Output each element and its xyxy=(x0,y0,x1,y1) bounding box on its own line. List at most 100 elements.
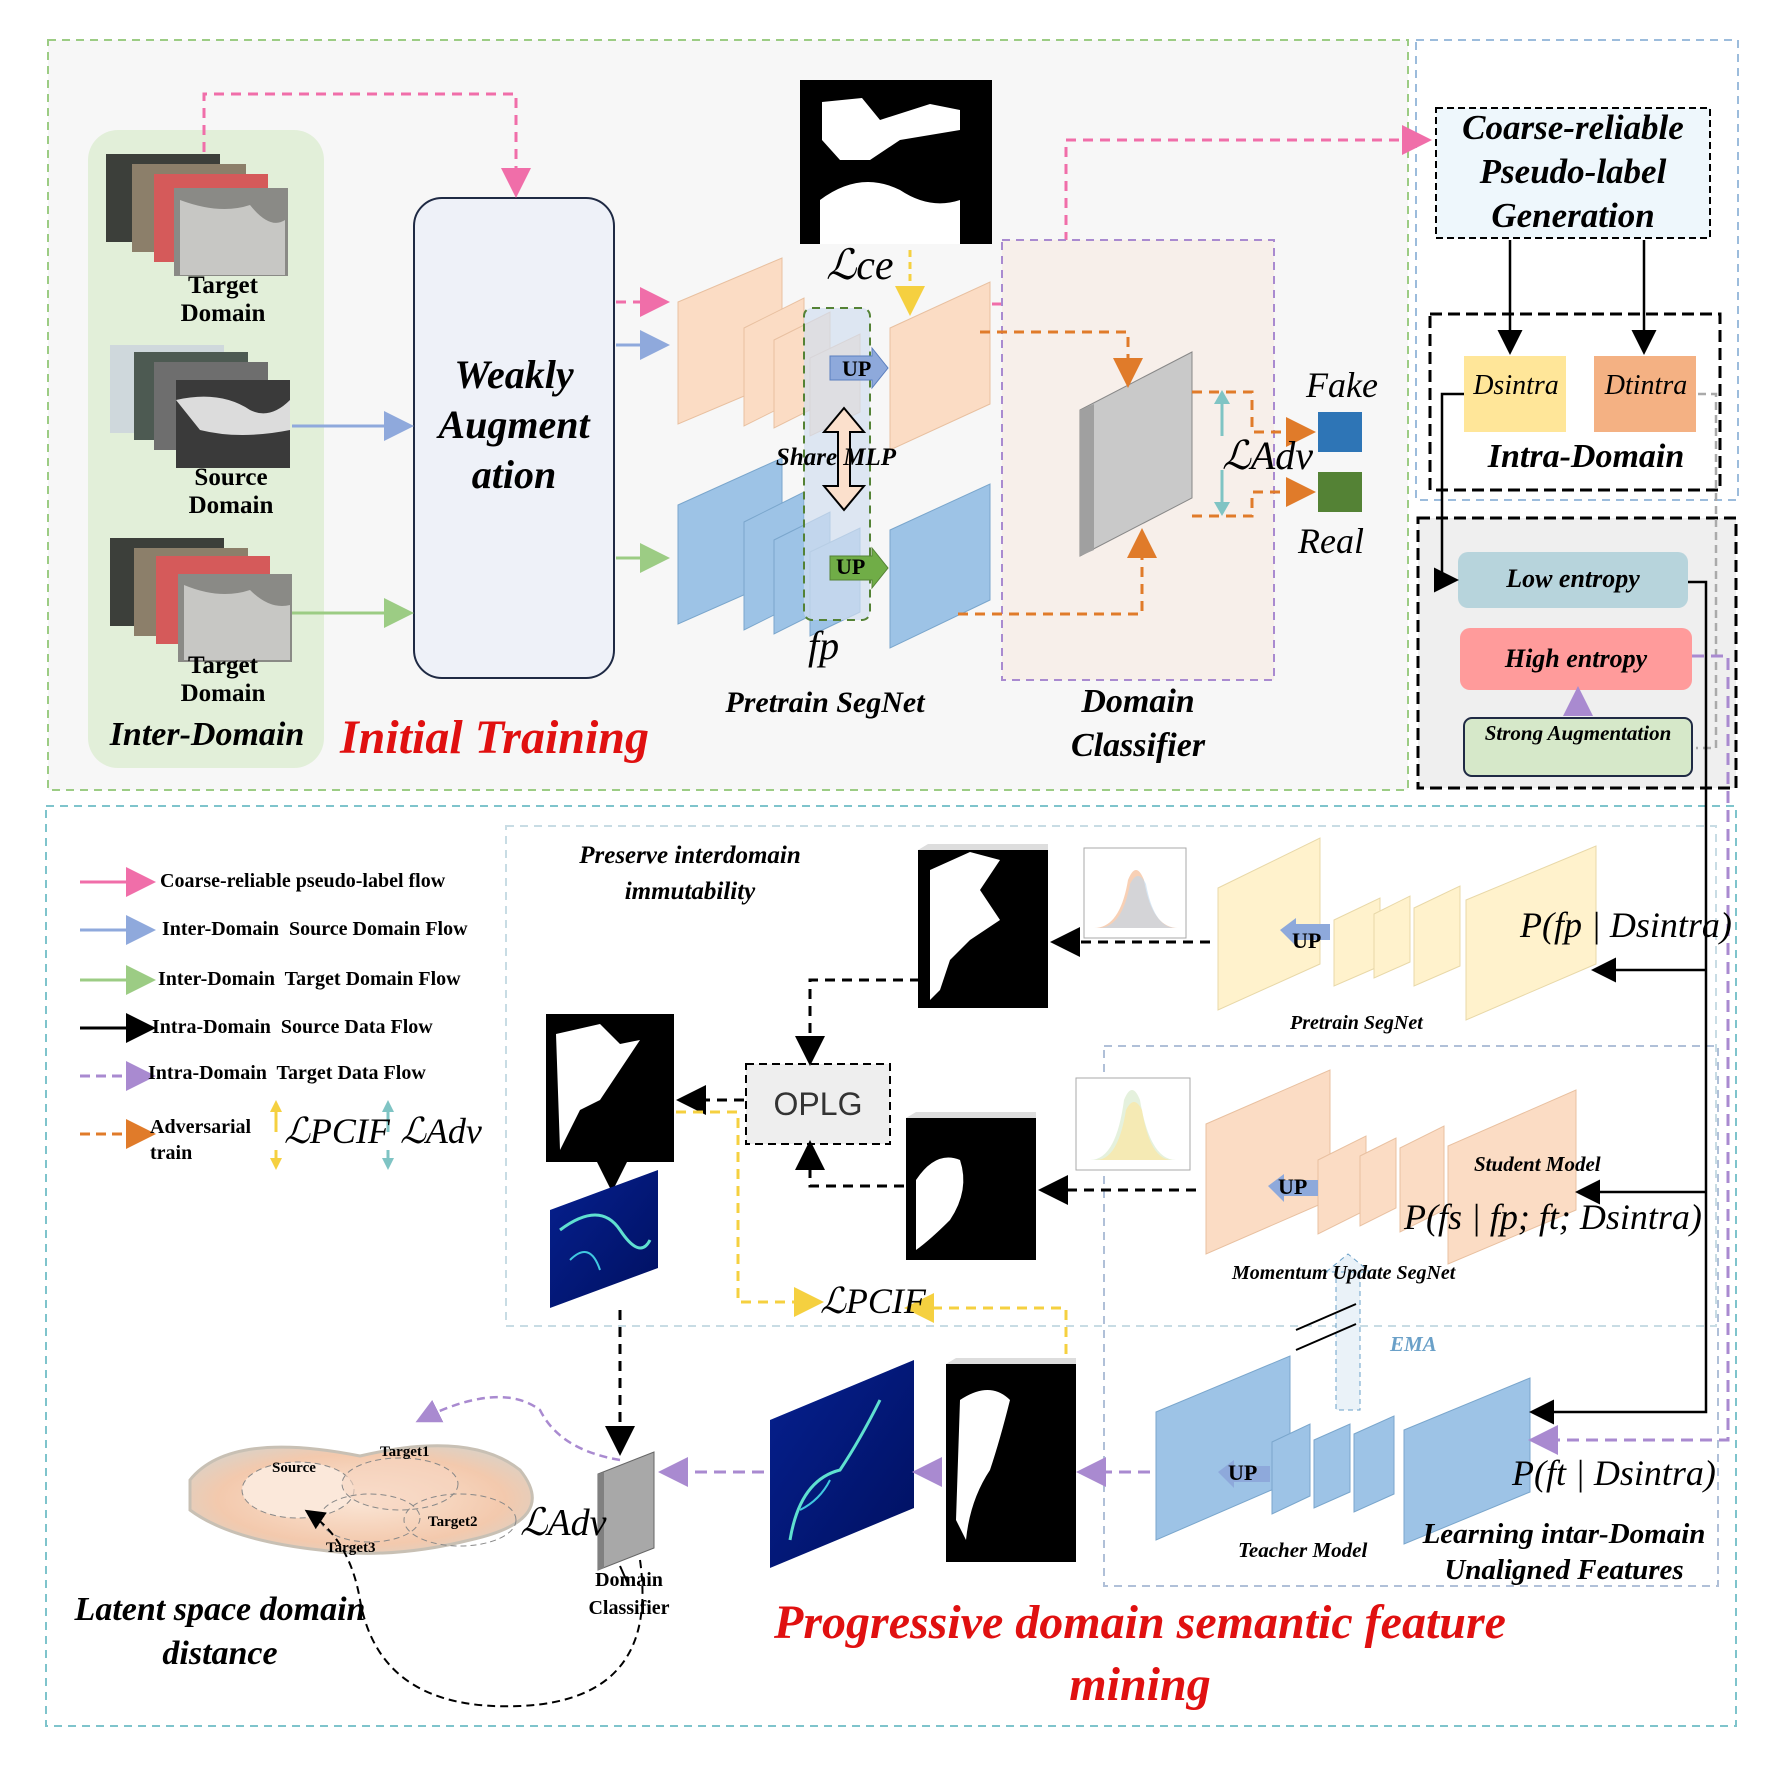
intra-domain-label: Intra-Domain xyxy=(1487,438,1685,475)
target-domain-label-2: Target Domain xyxy=(180,652,266,707)
legend-label-black: Intra-Domain Source Data Flow xyxy=(152,1016,433,1038)
fake-box xyxy=(1318,412,1362,452)
latent-space-label: Latent space domain distance xyxy=(74,1591,366,1672)
d-intra-t-box xyxy=(1594,356,1696,432)
high-entropy-label: High entropy xyxy=(1504,644,1648,673)
momentum-label: Momentum Update SegNet xyxy=(1232,1262,1456,1284)
up-label-b3: UP xyxy=(1228,1460,1258,1485)
fp-label: fp xyxy=(808,623,840,668)
d-intra-s-to-low-entropy xyxy=(1434,392,1464,593)
black-curve-latent xyxy=(304,1509,644,1708)
share-mlp-double-arrow xyxy=(821,406,867,512)
target-domain-images-1 xyxy=(106,154,288,276)
d-intra-s-box xyxy=(1464,356,1566,432)
legend-label-purple: Intra-Domain Target Data Flow xyxy=(148,1062,426,1084)
oplg-box xyxy=(745,1063,891,1145)
progressive-title: Progressive domain semantic feature mini… xyxy=(774,1596,1506,1711)
student-model-label: Student Model xyxy=(1474,1152,1601,1176)
latent-target1-label: Target1 xyxy=(380,1444,430,1460)
domain-classifier-bottom xyxy=(597,1451,655,1571)
preserve-panel xyxy=(505,825,1717,1327)
legend-loss-adv: ℒAdv xyxy=(400,1111,482,1151)
mask-pretrain xyxy=(918,844,1048,1008)
d-intra-s-label: Dsintra xyxy=(1473,370,1559,401)
pretrain-segnet-bottom-label: Pretrain SegNet xyxy=(1290,1012,1423,1034)
strong-aug-label: Strong Augmentation xyxy=(1484,721,1672,745)
orange-flow-fake xyxy=(1192,390,1316,447)
black-flow-right xyxy=(1529,580,1708,1425)
domain-classifier-label: Domain Classifier xyxy=(1070,683,1206,764)
latent-space-plate xyxy=(188,1444,534,1555)
loss-ce-label: ℒce xyxy=(826,243,894,289)
teacher-model-label: Teacher Model xyxy=(1238,1538,1368,1562)
up-arrow-b2 xyxy=(1268,1174,1318,1202)
latent-target3-label: Target3 xyxy=(326,1540,376,1556)
legend-label-blue: Inter-Domain Source Domain Flow xyxy=(162,918,468,940)
mask-teacher xyxy=(946,1358,1076,1562)
domain-classifier-block xyxy=(1079,351,1193,557)
loss-pcif-label: ℒPCIF xyxy=(820,1281,926,1321)
weak-aug-label: Weakly Augment ation xyxy=(438,352,590,497)
domain-classifier-bottom-label: Domain Classifier xyxy=(588,1569,670,1619)
purple-flow-right xyxy=(1528,654,1730,1455)
oplg-label: OPLG xyxy=(773,1086,863,1122)
target-domain-label-1: Target Domain xyxy=(180,272,266,327)
up-arrow-b1 xyxy=(1280,918,1330,946)
mask-oplg xyxy=(546,1014,674,1162)
low-entropy-box xyxy=(1458,552,1688,608)
pseudo-label-box xyxy=(1435,107,1711,239)
pretrain-segnet-bottom xyxy=(1217,837,1597,1021)
up-label-b1: UP xyxy=(1292,928,1322,953)
legend-loss-pcif: ℒPCIF xyxy=(284,1111,390,1151)
learning-panel xyxy=(1103,1045,1719,1587)
weak-augmentation-box xyxy=(413,197,615,679)
p-ft-label: P(ft | Dsintra) xyxy=(1512,1453,1716,1493)
mask-student xyxy=(906,1112,1036,1260)
up-label-2: UP xyxy=(836,554,866,579)
up-arrow-upper xyxy=(829,346,889,390)
real-box xyxy=(1318,472,1362,512)
preserve-label: Preserve interdomain immutability xyxy=(579,842,801,905)
segmentation-mask-top xyxy=(800,80,992,244)
source-domain-label: Source Domain xyxy=(188,464,274,519)
source-domain-images xyxy=(110,345,290,468)
p-fs-label: P(fs | fp; ft; Dsintra) xyxy=(1404,1197,1702,1237)
orange-flow-real xyxy=(1192,477,1316,518)
d-intra-t-label: Dtintra xyxy=(1604,370,1688,401)
target-domain-images-2 xyxy=(110,538,292,662)
learning-label: Learning intar-Domain Unaligned Features xyxy=(1422,1518,1706,1586)
encoder-lower xyxy=(677,457,991,649)
pretrain-segnet-label: Pretrain SegNet xyxy=(725,686,925,719)
latent-source-label: Source xyxy=(272,1460,316,1476)
teacher-model xyxy=(1155,1355,1531,1545)
ema-arrow xyxy=(1295,1253,1372,1411)
pink-flow-top xyxy=(202,92,531,198)
low-entropy-label: Low entropy xyxy=(1506,564,1640,593)
legend-adv-label: Adversarial train xyxy=(150,1116,252,1164)
pseudo-label-text: Coarse-reliable Pseudo-label Generation xyxy=(1462,108,1684,235)
fake-label: Fake xyxy=(1306,365,1378,405)
p-fp-label: P(fp | Dsintra) xyxy=(1520,905,1732,945)
high-entropy-box xyxy=(1460,628,1692,690)
pcif-yellow-left xyxy=(676,1110,824,1317)
ema-label: EMA xyxy=(1390,1332,1437,1356)
heatmap-2 xyxy=(770,1360,914,1568)
histogram-pretrain xyxy=(1083,847,1187,939)
up-label-1: UP xyxy=(842,356,872,381)
initial-training-title: Initial Training xyxy=(340,711,649,764)
up-arrow-lower xyxy=(829,546,889,590)
share-mlp-label: Share MLP xyxy=(775,444,897,471)
histogram-student xyxy=(1075,1077,1191,1171)
purple-curve-latent xyxy=(415,1395,621,1462)
loss-adv-label: ℒAdv xyxy=(1222,433,1313,478)
up-arrow-b3 xyxy=(1218,1460,1270,1488)
real-label: Real xyxy=(1298,521,1364,561)
intra-domain-box xyxy=(1428,312,1722,492)
legend-label-green: Inter-Domain Target Domain Flow xyxy=(158,968,461,990)
inter-domain-label: Inter-Domain xyxy=(109,716,305,753)
up-label-b2: UP xyxy=(1278,1174,1308,1199)
legend-label-pink: Coarse-reliable pseudo-label flow xyxy=(160,870,446,892)
heatmap-1 xyxy=(550,1170,658,1308)
student-model xyxy=(1205,1069,1577,1265)
